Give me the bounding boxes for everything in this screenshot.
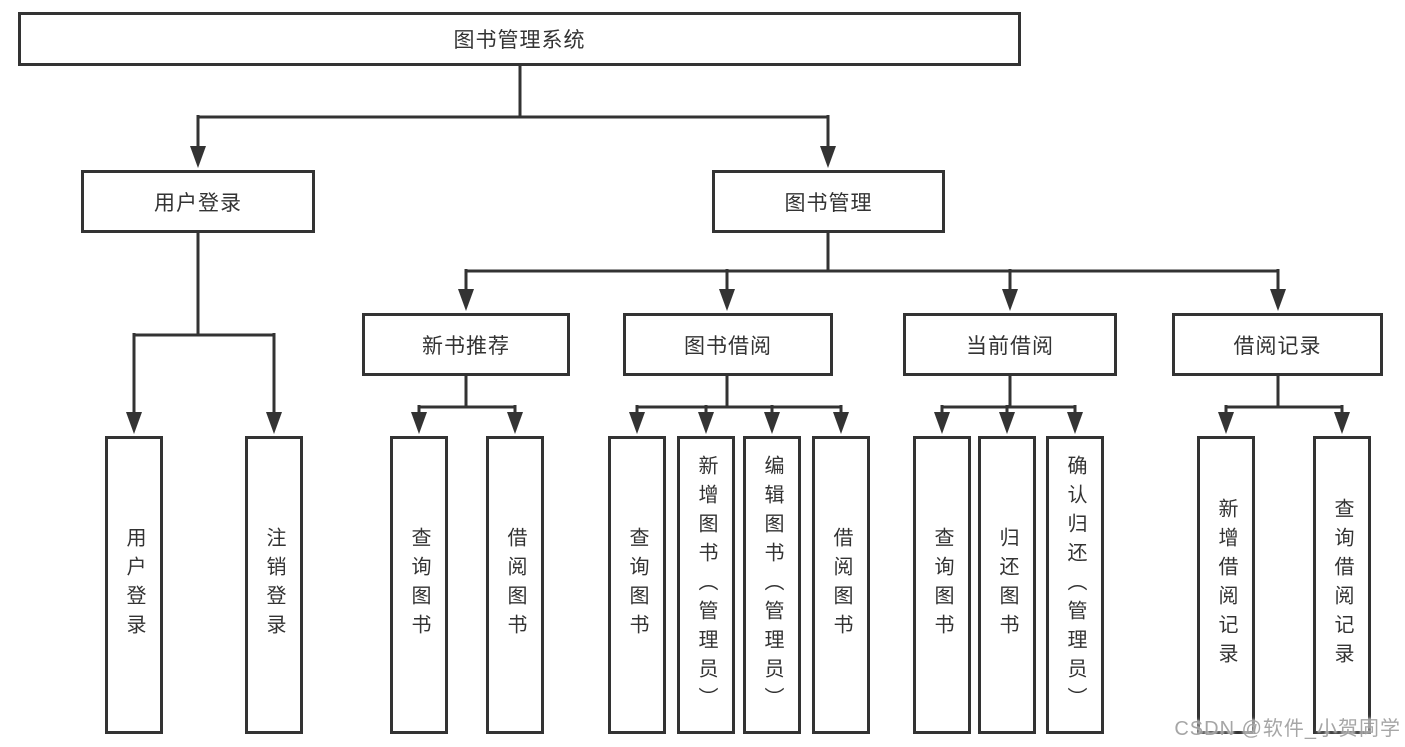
node-borrowing-records-label: 借阅记录: [1233, 334, 1322, 358]
arrowhead: [1218, 412, 1234, 434]
node-return-books-label: 归还图书: [996, 527, 1018, 643]
node-library-management-system: 图书管理系统: [18, 12, 1021, 66]
node-book-management: 图书管理: [712, 170, 945, 233]
node-user-login-branch: 用户登录: [81, 170, 315, 233]
node-return-books: 归还图书: [978, 436, 1036, 734]
arrowhead: [698, 412, 714, 434]
node-edit-books-admin-label: 编辑图书（管理员）: [761, 454, 783, 716]
node-user-login-branch-label: 用户登录: [154, 191, 242, 215]
connector-records-to-leaves: [1224, 376, 1344, 414]
arrowhead: [266, 412, 282, 434]
arrowhead: [764, 412, 780, 434]
connector-bookmgmt-to-level2: [464, 233, 1280, 290]
arrowhead: [1334, 412, 1350, 434]
node-borrowing-borrow-books-label: 借阅图书: [830, 527, 852, 643]
node-confirm-return-admin-label: 确认归还（管理员）: [1064, 454, 1086, 716]
arrowhead: [190, 146, 206, 168]
node-newbooks-search-books-label: 查询图书: [408, 527, 430, 643]
arrowhead: [629, 412, 645, 434]
node-book-management-label: 图书管理: [784, 191, 873, 215]
connector-currentborrow-to-leaves: [940, 376, 1077, 414]
node-newbooks-borrow-books: 借阅图书: [486, 436, 544, 734]
arrowhead: [126, 412, 142, 434]
arrowhead: [1002, 289, 1018, 311]
arrowhead: [1067, 412, 1083, 434]
arrowhead: [999, 412, 1015, 434]
node-add-books-admin-label: 新增图书（管理员）: [695, 454, 717, 716]
arrowhead: [1270, 289, 1286, 311]
connector-paths: [132, 66, 1344, 414]
node-new-book-recommendation-label: 新书推荐: [422, 334, 510, 358]
node-confirm-return-admin: 确认归还（管理员）: [1046, 436, 1104, 734]
watermark: CSDN @软件_小贺同学: [1174, 718, 1401, 740]
node-search-borrow-record-label: 查询借阅记录: [1331, 498, 1353, 672]
node-add-borrow-record-label: 新增借阅记录: [1215, 498, 1237, 672]
arrowhead: [507, 412, 523, 434]
node-edit-books-admin: 编辑图书（管理员）: [743, 436, 801, 734]
node-add-books-admin: 新增图书（管理员）: [677, 436, 735, 734]
connector-root-to-level1: [196, 66, 830, 148]
arrowhead: [820, 146, 836, 168]
node-current-search-books: 查询图书: [913, 436, 971, 734]
arrowhead: [458, 289, 474, 311]
node-new-book-recommendation: 新书推荐: [362, 313, 570, 376]
node-borrowing-search-books-label: 查询图书: [626, 527, 648, 643]
node-add-borrow-record: 新增借阅记录: [1197, 436, 1255, 734]
connector-userlogin-to-leaves: [132, 233, 276, 413]
arrowhead: [411, 412, 427, 434]
connector-newbooks-to-leaves: [417, 376, 517, 414]
node-current-borrowing-label: 当前借阅: [966, 334, 1054, 358]
node-newbooks-search-books: 查询图书: [390, 436, 448, 734]
node-user-login: 用户登录: [105, 436, 163, 734]
arrowhead: [719, 289, 735, 311]
node-book-borrowing: 图书借阅: [623, 313, 833, 376]
node-current-borrowing: 当前借阅: [903, 313, 1117, 376]
connector-bookborrow-to-leaves: [635, 376, 843, 414]
node-borrowing-borrow-books: 借阅图书: [812, 436, 870, 734]
node-logout-login-label: 注销登录: [263, 527, 285, 643]
arrowhead: [934, 412, 950, 434]
node-library-management-system-label: 图书管理系统: [453, 29, 586, 52]
node-borrowing-records: 借阅记录: [1172, 313, 1383, 376]
node-current-search-books-label: 查询图书: [931, 527, 953, 643]
node-logout-login: 注销登录: [245, 436, 303, 734]
node-search-borrow-record: 查询借阅记录: [1313, 436, 1371, 734]
arrowhead: [833, 412, 849, 434]
node-borrowing-search-books: 查询图书: [608, 436, 666, 734]
node-user-login-label: 用户登录: [123, 527, 145, 643]
node-newbooks-borrow-books-label: 借阅图书: [504, 527, 526, 643]
arrowheads: [126, 146, 1350, 434]
node-book-borrowing-label: 图书借阅: [684, 334, 772, 358]
